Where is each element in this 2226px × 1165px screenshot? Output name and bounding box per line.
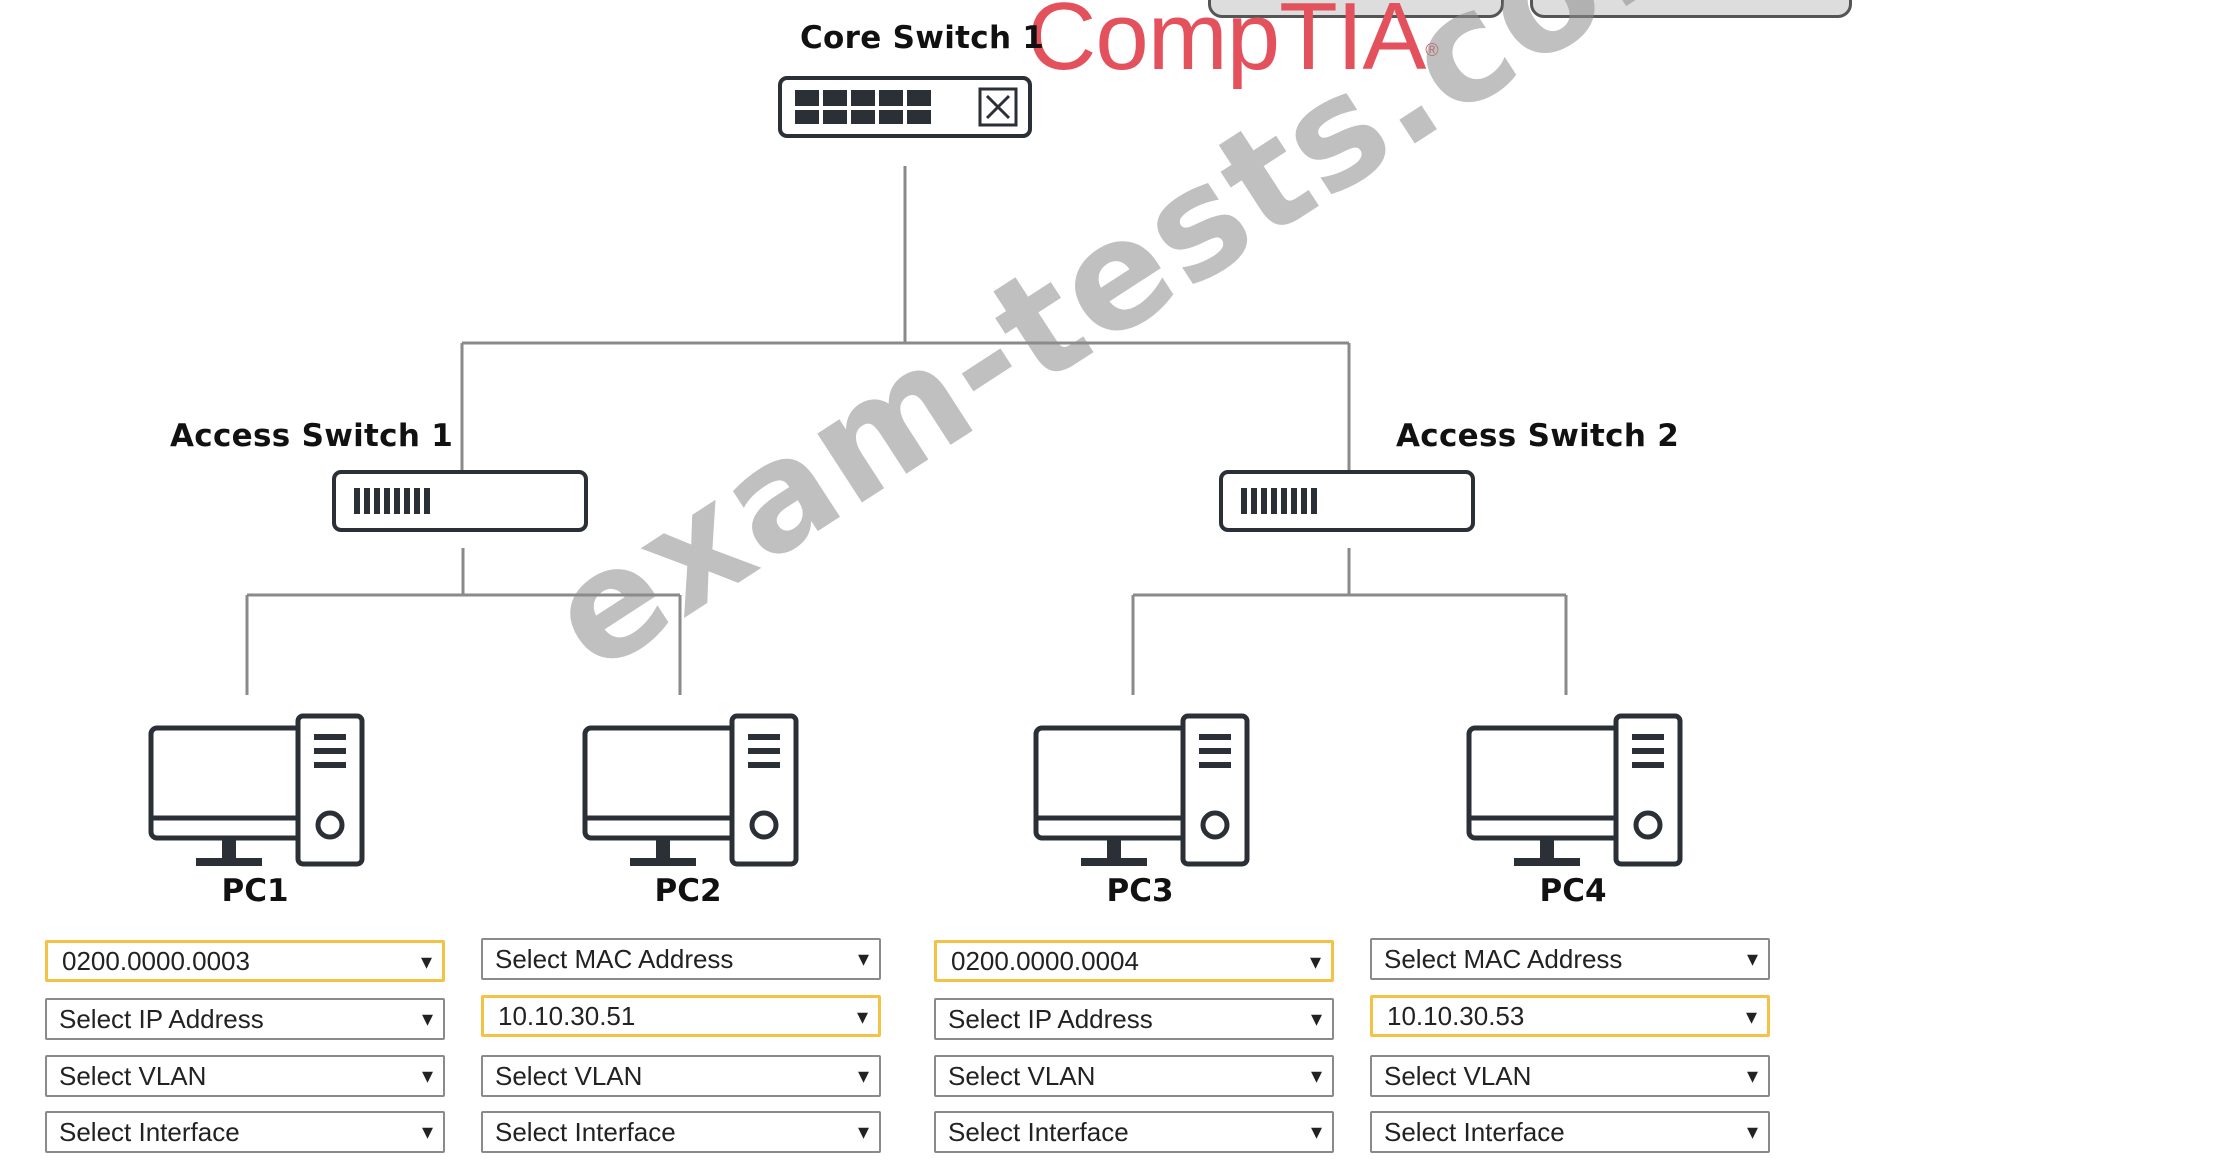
logo-text: CompTIA xyxy=(1027,0,1426,90)
access-switch-1-icon[interactable] xyxy=(332,470,590,534)
pc3-label: PC3 xyxy=(1106,873,1174,909)
pc4-vlan-select[interactable]: Select VLAN ▾ xyxy=(1370,1055,1770,1097)
core-switch-icon[interactable] xyxy=(778,76,1034,140)
pc4-mac-value: Select MAC Address xyxy=(1384,944,1623,974)
pc1-mac-select[interactable]: 0200.0000.0003 ▾ xyxy=(45,940,445,982)
pc4-ip-select[interactable]: 10.10.30.53 ▾ xyxy=(1370,995,1770,1037)
pc1-vlan-select[interactable]: Select VLAN ▾ xyxy=(45,1055,445,1097)
pc3-mac-select[interactable]: 0200.0000.0004 ▾ xyxy=(934,940,1334,982)
access-switch-2-label: Access Switch 2 xyxy=(1396,418,1680,454)
chevron-down-icon: ▾ xyxy=(421,1119,433,1144)
pc2-mac-value: Select MAC Address xyxy=(495,944,734,974)
pc4-icon[interactable] xyxy=(1466,712,1686,868)
pc3-vlan-value: Select VLAN xyxy=(948,1061,1096,1091)
chevron-down-icon: ▾ xyxy=(857,1119,869,1144)
pc3-vlan-select[interactable]: Select VLAN ▾ xyxy=(934,1055,1334,1097)
chevron-down-icon: ▾ xyxy=(1745,1004,1757,1029)
logo-registered-mark: ® xyxy=(1425,40,1438,60)
pc2-interface-select[interactable]: Select Interface ▾ xyxy=(481,1111,881,1153)
pc4-interface-value: Select Interface xyxy=(1384,1117,1565,1147)
pc1-interface-select[interactable]: Select Interface ▾ xyxy=(45,1111,445,1153)
pc2-mac-select[interactable]: Select MAC Address ▾ xyxy=(481,938,881,980)
chevron-down-icon: ▾ xyxy=(421,1063,433,1088)
pc2-vlan-value: Select VLAN xyxy=(495,1061,643,1091)
top-button-1[interactable] xyxy=(1208,0,1504,18)
chevron-down-icon: ▾ xyxy=(857,946,869,971)
pc3-interface-select[interactable]: Select Interface ▾ xyxy=(934,1111,1334,1153)
pc2-interface-value: Select Interface xyxy=(495,1117,676,1147)
access-switch-1-label: Access Switch 1 xyxy=(170,418,454,454)
pc2-icon[interactable] xyxy=(582,712,802,868)
pc1-mac-value: 0200.0000.0003 xyxy=(62,946,250,976)
pc4-ip-value: 10.10.30.53 xyxy=(1387,1001,1525,1031)
pc2-label: PC2 xyxy=(654,873,722,909)
pc1-ip-value: Select IP Address xyxy=(59,1004,264,1034)
pc1-icon[interactable] xyxy=(148,712,368,868)
chevron-down-icon: ▾ xyxy=(1309,949,1321,974)
comptia-logo: CompTIA® xyxy=(1027,0,1439,92)
pc1-interface-value: Select Interface xyxy=(59,1117,240,1147)
pc2-ip-value: 10.10.30.51 xyxy=(498,1001,636,1031)
pc3-ip-value: Select IP Address xyxy=(948,1004,1153,1034)
pc3-icon[interactable] xyxy=(1033,712,1253,868)
chevron-down-icon: ▾ xyxy=(1310,1006,1322,1031)
pc3-ip-select[interactable]: Select IP Address ▾ xyxy=(934,998,1334,1040)
pc3-interface-value: Select Interface xyxy=(948,1117,1129,1147)
core-switch-label: Core Switch 1 xyxy=(800,20,1045,56)
pc1-vlan-value: Select VLAN xyxy=(59,1061,207,1091)
pc4-vlan-value: Select VLAN xyxy=(1384,1061,1532,1091)
chevron-down-icon: ▾ xyxy=(856,1004,868,1029)
chevron-down-icon: ▾ xyxy=(1746,1119,1758,1144)
pc2-ip-select[interactable]: 10.10.30.51 ▾ xyxy=(481,995,881,1037)
pc2-vlan-select[interactable]: Select VLAN ▾ xyxy=(481,1055,881,1097)
pc4-interface-select[interactable]: Select Interface ▾ xyxy=(1370,1111,1770,1153)
chevron-down-icon: ▾ xyxy=(1746,1063,1758,1088)
chevron-down-icon: ▾ xyxy=(1310,1119,1322,1144)
pc3-mac-value: 0200.0000.0004 xyxy=(951,946,1139,976)
chevron-down-icon: ▾ xyxy=(420,949,432,974)
pc1-ip-select[interactable]: Select IP Address ▾ xyxy=(45,998,445,1040)
chevron-down-icon: ▾ xyxy=(1746,946,1758,971)
top-button-2[interactable] xyxy=(1530,0,1852,18)
access-switch-2-icon[interactable] xyxy=(1219,470,1477,534)
pc4-mac-select[interactable]: Select MAC Address ▾ xyxy=(1370,938,1770,980)
chevron-down-icon: ▾ xyxy=(1310,1063,1322,1088)
chevron-down-icon: ▾ xyxy=(421,1006,433,1031)
pc1-label: PC1 xyxy=(221,873,289,909)
chevron-down-icon: ▾ xyxy=(857,1063,869,1088)
pc4-label: PC4 xyxy=(1539,873,1607,909)
